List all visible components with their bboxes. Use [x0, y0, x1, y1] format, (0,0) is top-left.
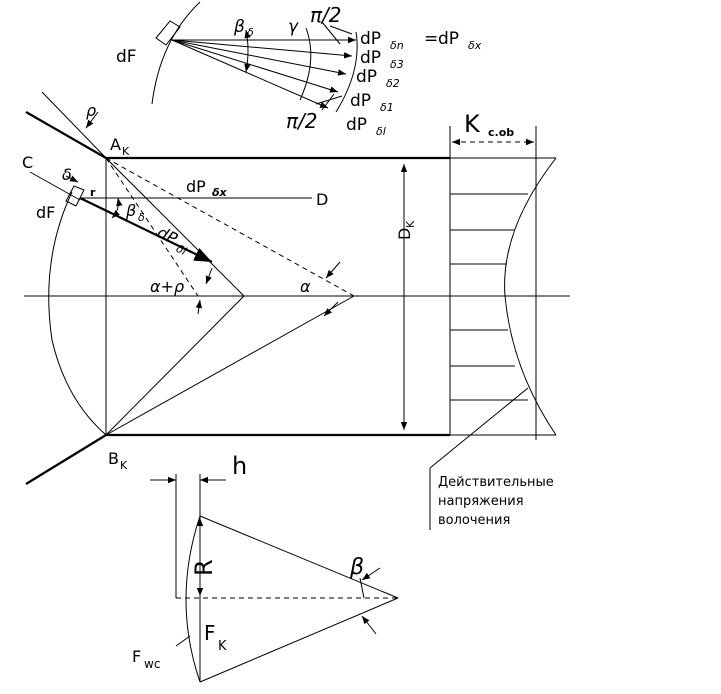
- point-b-label: B: [108, 449, 119, 468]
- dp-3-label: dP: [360, 48, 381, 68]
- point-c-label: C: [22, 153, 33, 172]
- fan-pi-half-bottom-mark: [315, 93, 343, 111]
- fan-df-element: [155, 20, 181, 46]
- dp-3-sub: δ3: [390, 58, 404, 71]
- delta-arrow: [65, 175, 79, 183]
- dpdx-main-label: dP: [186, 177, 206, 196]
- fan-beta-sub: δ: [247, 26, 254, 39]
- fan-pi-half-top: π/2: [310, 3, 342, 27]
- die-wall-bottom: [25, 434, 107, 485]
- line-a-to-apex1: [105, 157, 245, 297]
- fan-pi-half-bottom: π/2: [286, 109, 318, 133]
- alpha-arrow-bottom: [323, 301, 339, 317]
- front-bulge-curve: [48, 191, 107, 436]
- rho-arrow: [85, 111, 99, 129]
- bearing-top-line: [199, 515, 399, 599]
- note-line-2: напряжения: [438, 494, 524, 509]
- r-small-label: r: [90, 186, 96, 199]
- dp-2-sub: δ2: [386, 77, 400, 90]
- main-labels: ρ A K C δ r dF β δ dP δx D dP δl α+ρ α D…: [22, 101, 554, 671]
- side-df-element: [65, 185, 85, 207]
- note-line-1: Действительные: [438, 475, 554, 490]
- alpha-rho-arrow-top: [205, 267, 213, 285]
- line-b-to-apex2: [105, 295, 355, 436]
- dashed-a-to-apex1: [105, 157, 199, 297]
- r-label: R: [190, 559, 218, 576]
- fan-beta-label: β: [233, 17, 245, 37]
- line-b-to-apex1: [105, 295, 245, 436]
- alpha-rho-arrow-bottom: [195, 299, 203, 315]
- equals-sign: =: [424, 29, 438, 49]
- dpdl-main-label-group: dP δl: [154, 223, 188, 258]
- side-beta-arc: [111, 197, 123, 219]
- normal-line-rho: [41, 91, 107, 159]
- dp-n-sub: δn: [390, 39, 404, 52]
- fk-sub: K: [218, 639, 227, 654]
- h-label: h: [232, 452, 247, 480]
- point-a-label: A: [110, 135, 121, 154]
- fwc-leader: [175, 635, 191, 647]
- bearing-bottom-line: [199, 597, 399, 683]
- bearing-curve: [185, 515, 201, 683]
- stress-distribution: [429, 126, 557, 530]
- fan-df-label: dF: [116, 47, 137, 67]
- fan-end-arc: [335, 31, 358, 113]
- delta-label: δ: [62, 165, 72, 184]
- dp-1-label: dP: [350, 91, 371, 111]
- dk-label: D: [395, 228, 414, 240]
- r-label-group: R: [190, 559, 218, 576]
- note-leader: [429, 387, 529, 469]
- alpha-arrow-top: [325, 261, 341, 279]
- alpha-plus-rho-label: α+ρ: [150, 277, 184, 296]
- dp-2-label: dP: [356, 67, 377, 87]
- fan-pi-half-top-mark: [321, 21, 353, 45]
- k-sub: c.ob: [488, 126, 514, 139]
- fan-gamma-arc: [299, 27, 312, 101]
- force-line-dpd2: [171, 39, 347, 76]
- die-geometry: [24, 91, 570, 485]
- note-line-3: волочения: [438, 513, 510, 528]
- dpdx-main-sub: δx: [212, 186, 228, 199]
- rho-label: ρ: [86, 101, 96, 120]
- dashed-a-to-apex2: [105, 157, 355, 297]
- beta-small-tick: [359, 577, 365, 599]
- fk-label: F: [204, 621, 216, 645]
- line-c: [29, 171, 81, 201]
- die-wall-top: [25, 111, 107, 159]
- force-line-dpdl: [171, 39, 329, 109]
- dp-n-label: dP: [360, 29, 381, 49]
- fan-surface-arc: [151, 1, 201, 105]
- fwc-label: F: [132, 647, 141, 666]
- force-line-dpd1: [171, 39, 339, 93]
- side-df-label: dF: [36, 203, 55, 222]
- dp-l-label: dP: [346, 115, 367, 135]
- k-label: K: [464, 110, 481, 138]
- dp-l-sub: δl: [376, 125, 386, 138]
- beta-small-arrow-top: [361, 567, 381, 581]
- point-b-sub: K: [120, 459, 128, 472]
- dp-x-top-label: dP: [438, 29, 459, 49]
- dk-label-group: D K: [395, 220, 417, 240]
- alpha-label: α: [300, 277, 311, 296]
- dp-1-sub: δ1: [380, 101, 394, 114]
- dp-x-top-sub: δx: [468, 39, 482, 52]
- beta-small-label: β: [349, 555, 364, 580]
- point-d-label: D: [316, 190, 328, 209]
- fwc-sub: wc: [144, 657, 160, 671]
- side-beta-label: β: [125, 201, 136, 220]
- beta-small-arrow-bottom: [361, 615, 377, 635]
- side-beta-sub: δ: [138, 211, 145, 224]
- fan-beta-arc: [244, 29, 251, 73]
- bearing-detail: [150, 474, 399, 683]
- force-line-dpd3: [171, 39, 353, 59]
- point-a-sub: K: [122, 145, 130, 158]
- force-fan-detail: dF β δ γ π/2 π/2 dP δn = dP δx dP δ3 dP …: [116, 1, 482, 138]
- fan-gamma-label: γ: [288, 17, 299, 37]
- dk-sub: K: [404, 220, 417, 228]
- vector-dpdl: [79, 197, 213, 263]
